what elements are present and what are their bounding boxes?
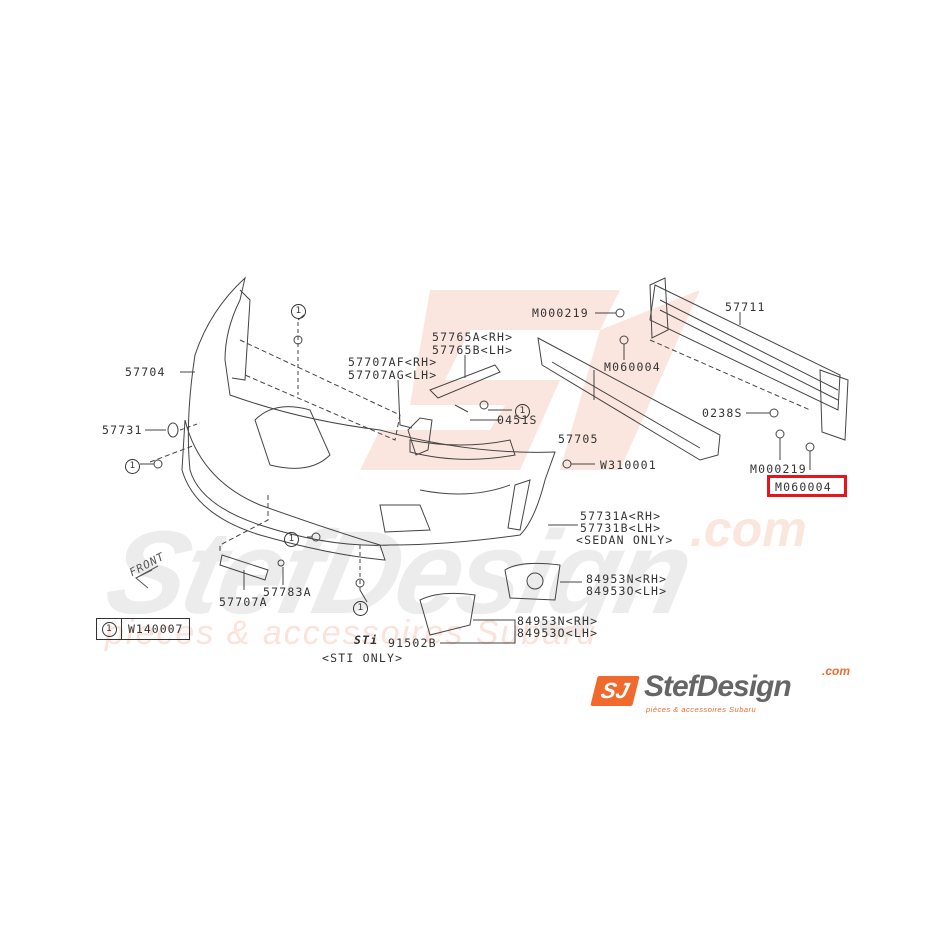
part-label-M060004-highlighted[interactable]: M060004 — [775, 480, 832, 494]
part-label-M000219-top[interactable]: M000219 — [532, 306, 589, 320]
part-label-0238S[interactable]: 0238S — [702, 406, 743, 420]
ref-number: 1 — [291, 303, 306, 319]
part-label-84953N-sti[interactable]: 84953N<RH> — [517, 614, 599, 628]
ref-circle-1: 1 — [291, 303, 306, 319]
ref-number: 1 — [125, 458, 140, 474]
part-label-57707AF[interactable]: 57707AF<RH> — [348, 355, 438, 369]
part-label-91502B[interactable]: 91502B — [388, 636, 437, 650]
part-label-W310001[interactable]: W310001 — [600, 458, 657, 472]
sedan-only-note: <SEDAN ONLY> — [576, 533, 674, 547]
part-label-57783A[interactable]: 57783A — [263, 585, 312, 599]
legend-symbol-cell: 1 — [97, 619, 122, 639]
ref-circle-1: 1 — [284, 531, 299, 547]
ref-number: 1 — [353, 600, 368, 616]
ref-number: 1 — [284, 531, 299, 547]
part-label-57707AG[interactable]: 57707AG<LH> — [348, 368, 438, 382]
part-label-84953O-sti[interactable]: 84953O<LH> — [517, 626, 599, 640]
part-label-M000219-bottom[interactable]: M000219 — [750, 462, 807, 476]
part-label-57704[interactable]: 57704 — [125, 365, 166, 379]
part-label-57731[interactable]: 57731 — [102, 423, 143, 437]
sti-only-note: <STI ONLY> — [322, 651, 404, 665]
part-label-84953N-fog[interactable]: 84953N<RH> — [586, 572, 668, 586]
part-label-M060004-top[interactable]: M060004 — [604, 360, 661, 374]
part-label-57765A[interactable]: 57765A<RH> — [432, 330, 514, 344]
ref-circle-1: 1 — [125, 458, 140, 474]
logo-mark-icon: SJ — [590, 676, 640, 706]
part-label-57707A[interactable]: 57707A — [219, 595, 268, 609]
legend-part-number[interactable]: W140007 — [128, 622, 184, 636]
part-label-57731B[interactable]: 57731B<LH> — [580, 521, 662, 535]
watermark-com: .com — [690, 501, 807, 557]
logo-tagline: pièces & accessoires Subaru — [646, 705, 757, 714]
part-label-57705[interactable]: 57705 — [558, 432, 599, 446]
logo-dotcom: .com — [821, 664, 850, 678]
part-label-57731A[interactable]: 57731A<RH> — [580, 509, 662, 523]
part-label-57765B[interactable]: 57765B<LH> — [432, 343, 514, 357]
ref-circle-1: 1 — [515, 403, 530, 419]
ref-number: 1 — [515, 403, 530, 419]
highlighted-part-box — [767, 475, 847, 497]
stefdesign-logo: SJ StefDesign .com pièces & accessoires … — [590, 664, 850, 718]
logo-name: StefDesign — [644, 670, 792, 703]
legend-box: 1 W140007 — [96, 618, 191, 640]
sti-badge: STi — [354, 633, 379, 647]
legend-symbol: 1 — [101, 621, 117, 637]
ref-circle-1: 1 — [353, 600, 368, 616]
part-label-84953O-fog[interactable]: 84953O<LH> — [586, 584, 668, 598]
part-label-57711[interactable]: 57711 — [725, 300, 766, 314]
